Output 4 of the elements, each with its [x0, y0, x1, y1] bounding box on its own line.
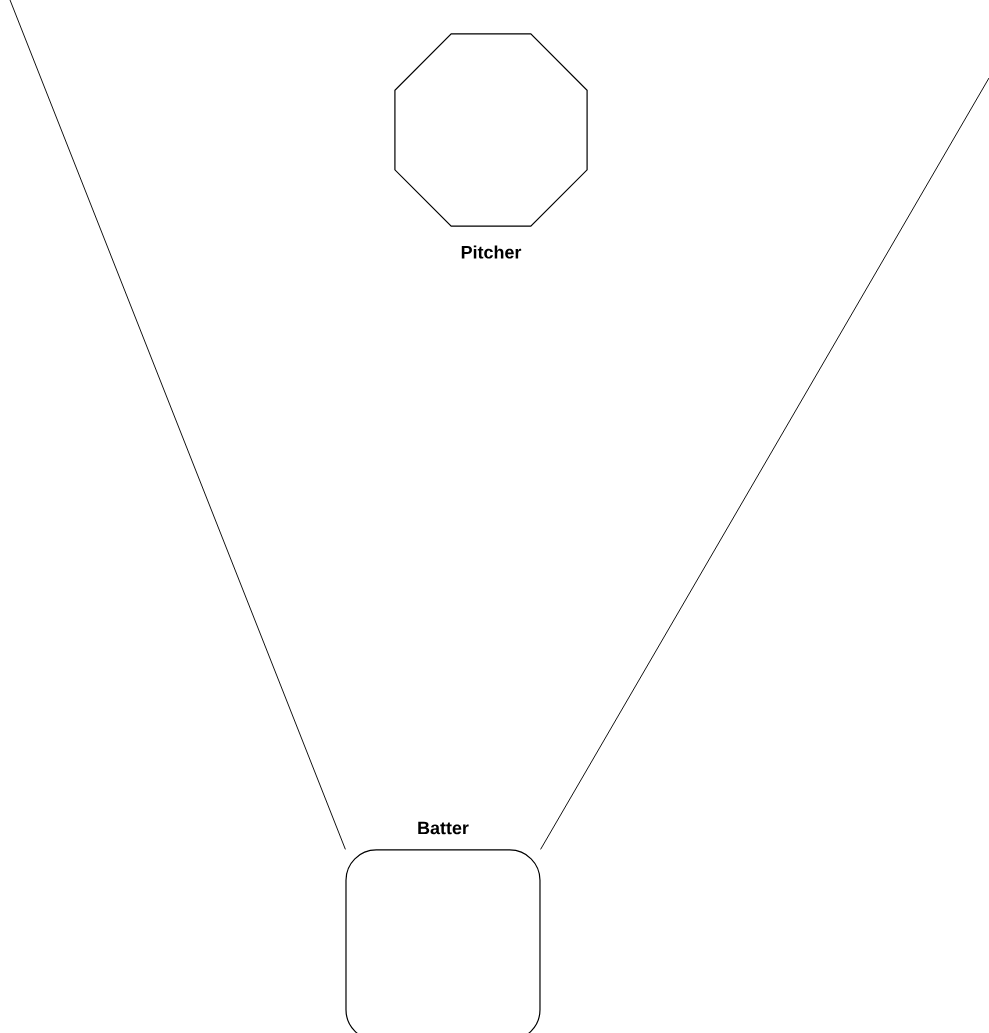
- line: [540, 77, 989, 850]
- line: [9, 0, 346, 850]
- node-label: Pitcher: [461, 245, 522, 259]
- node-label: Batter: [418, 821, 469, 835]
